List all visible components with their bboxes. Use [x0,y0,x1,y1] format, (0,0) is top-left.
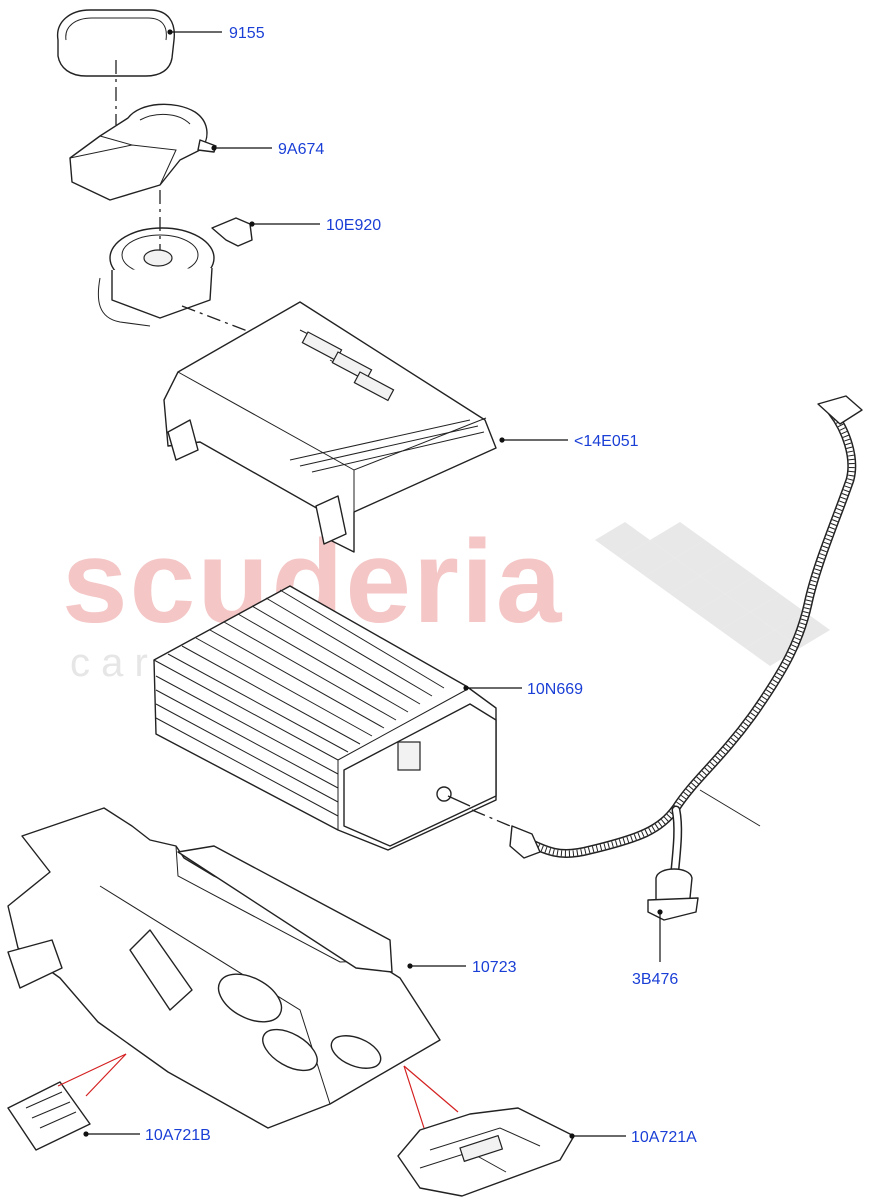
callout-10a721b[interactable]: 10A721B [145,1127,211,1144]
callout-10n669[interactable]: 10N669 [527,681,583,698]
heatsink-fins [155,589,445,817]
callout-labels: 9155 9A674 10E920 <14E051 10N669 10723 1… [145,25,697,1146]
harness-part[interactable] [509,395,863,921]
indicator-lines [57,1053,459,1129]
axis-line [471,809,516,829]
callout-10a721a[interactable]: 10A721A [631,1129,697,1146]
module-part[interactable] [153,585,497,851]
axis-line [181,305,251,333]
fan-part[interactable] [97,217,253,327]
callout-9155[interactable]: 9155 [229,25,265,42]
checker-flag-icon [595,522,830,666]
fan-housing-part[interactable] [69,103,217,201]
plate-part[interactable] [7,807,441,1129]
bracket-part[interactable] [163,301,497,553]
clip-left-part[interactable] [7,1081,91,1151]
leader-lines [83,29,663,1139]
callout-14e051[interactable]: <14E051 [574,433,639,450]
callout-3b476[interactable]: 3B476 [632,971,678,988]
cover-part[interactable] [56,9,175,77]
callout-9a674[interactable]: 9A674 [278,141,324,158]
clip-right-part[interactable] [397,1107,575,1197]
callout-10e920[interactable]: 10E920 [326,217,381,234]
callout-10723[interactable]: 10723 [472,959,517,976]
